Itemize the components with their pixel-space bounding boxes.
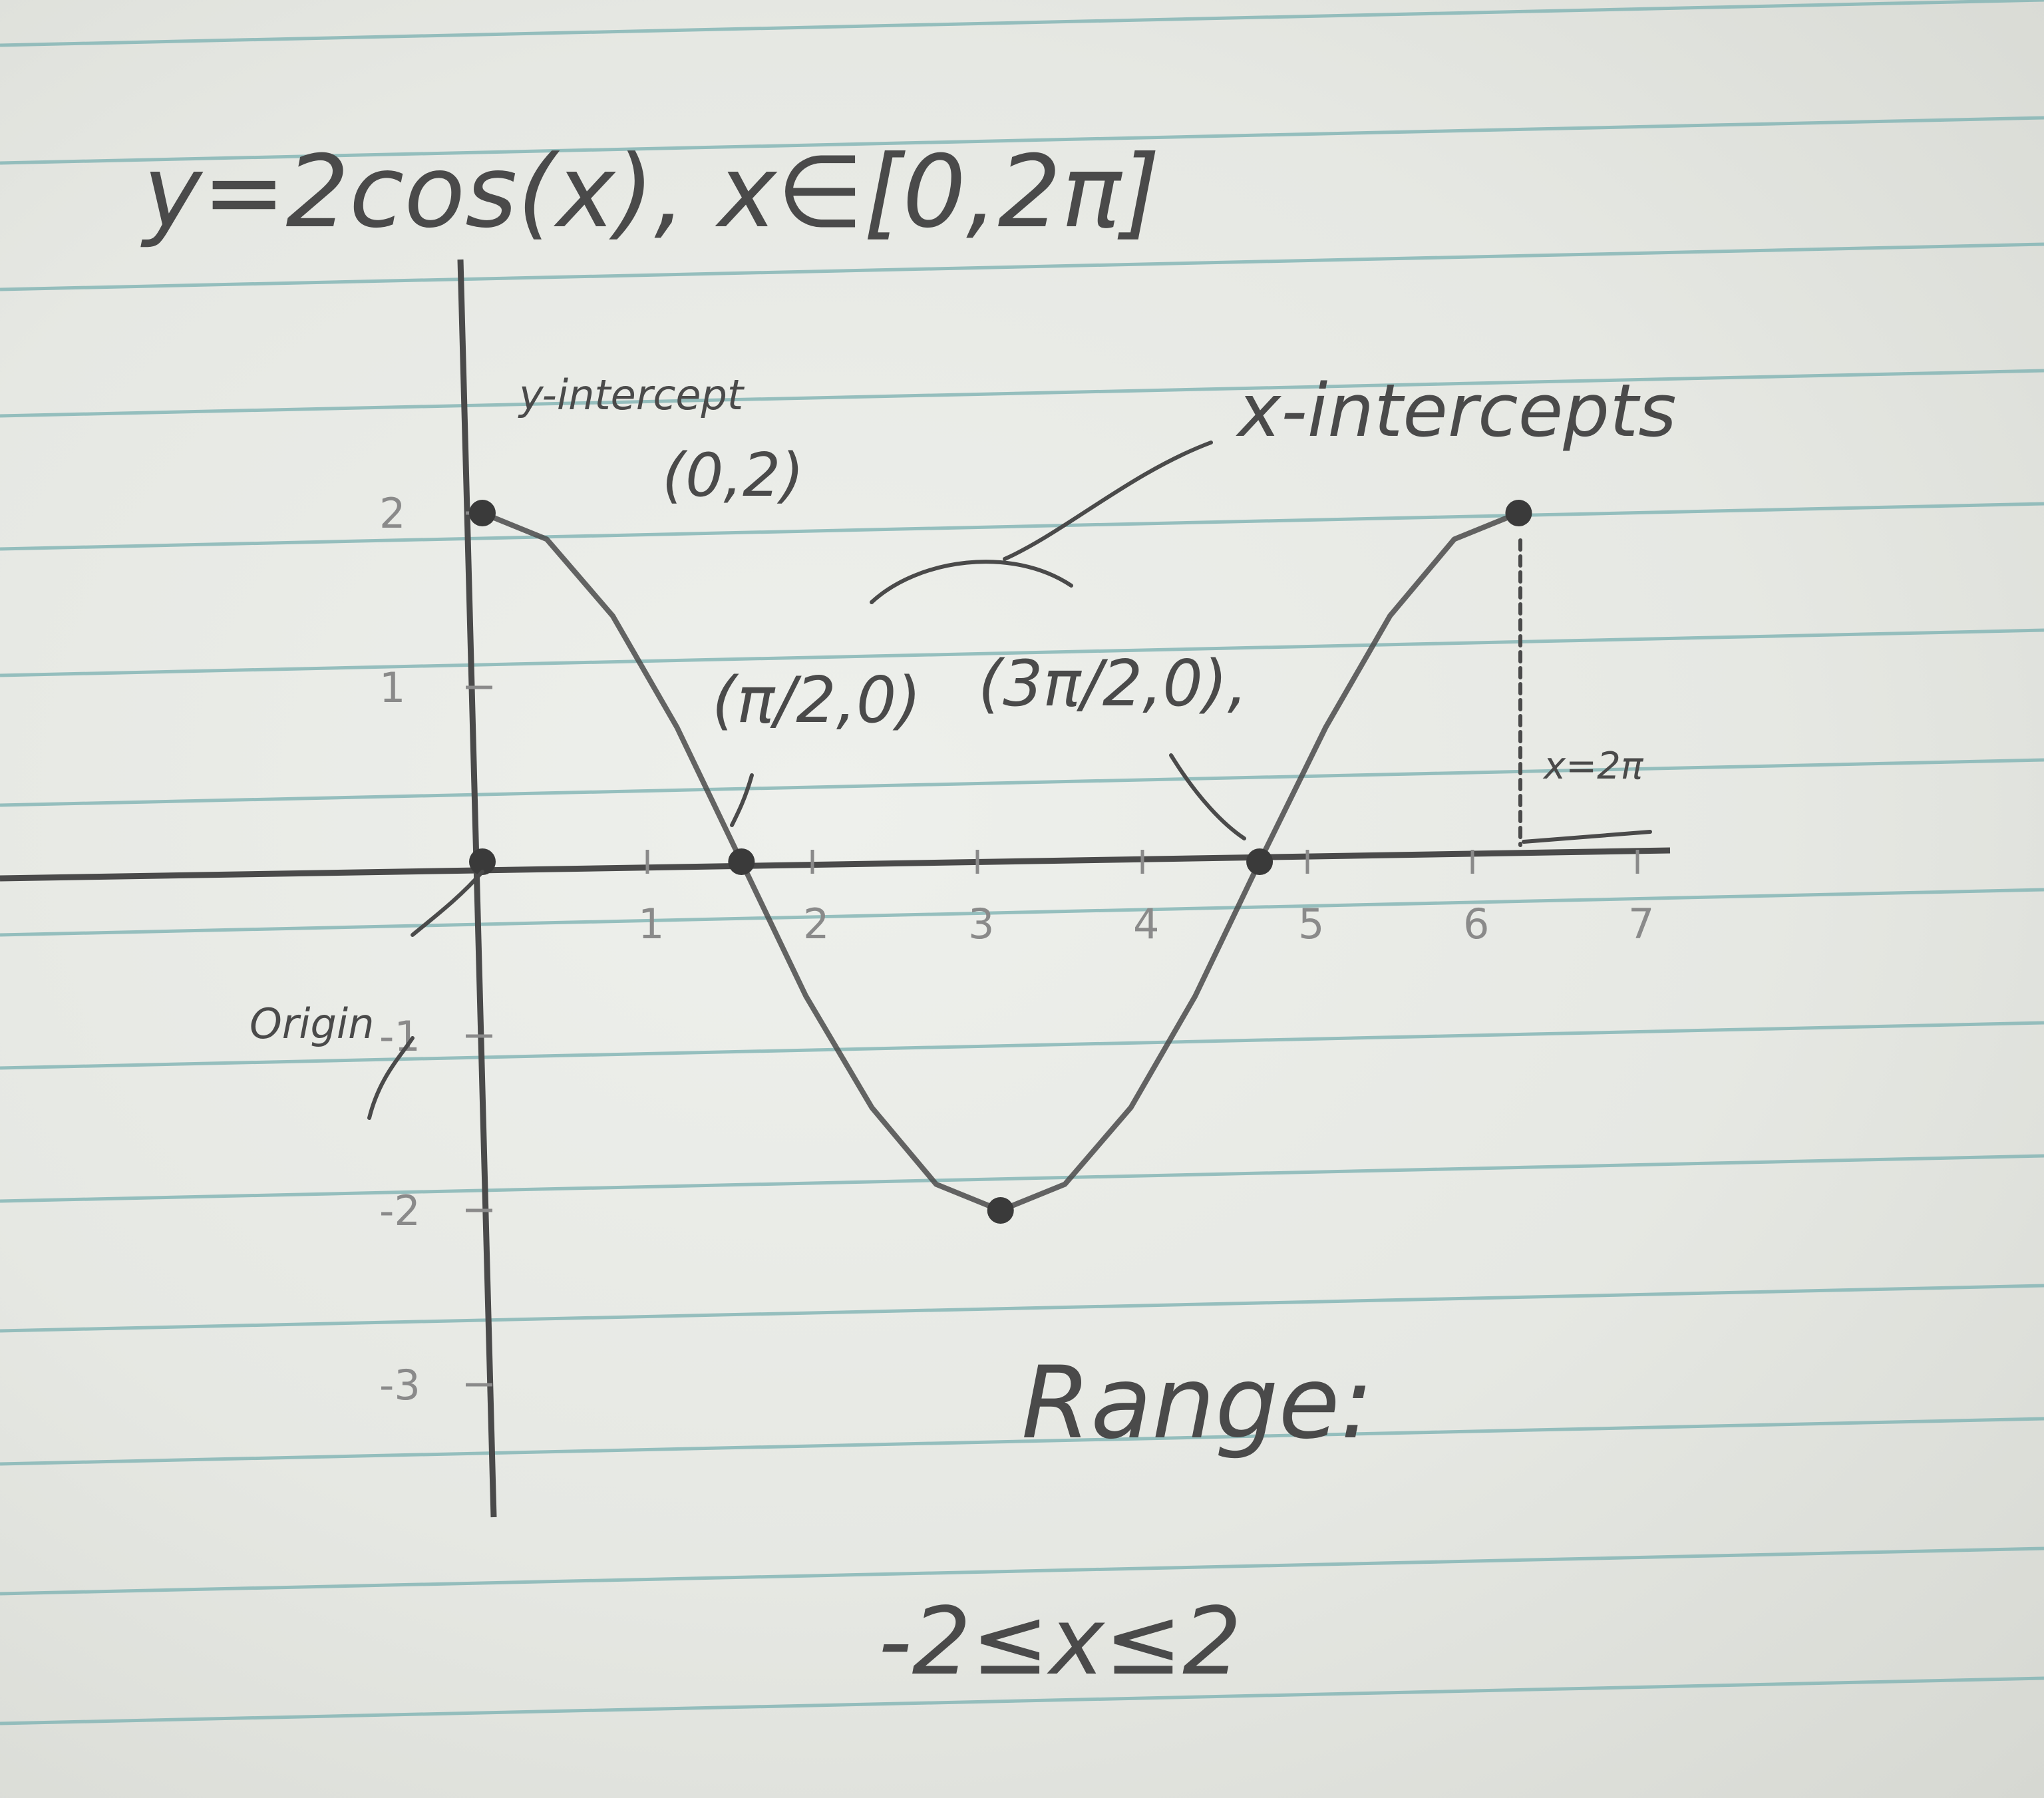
ruled-line xyxy=(0,888,2044,937)
ruled-line xyxy=(0,242,2044,291)
ruled-lines xyxy=(0,0,2044,1725)
x-intercept-1-leader xyxy=(730,773,754,827)
range-value: -2≤x≤2 xyxy=(878,1588,1242,1696)
x-tick-label: 1 xyxy=(638,900,664,948)
ruled-line xyxy=(0,1284,2044,1333)
ruled-line xyxy=(0,0,2044,47)
origin-leader xyxy=(411,870,484,937)
range-label: Range: xyxy=(1021,1346,1373,1461)
y-tick-label: -2 xyxy=(379,1186,421,1235)
axes xyxy=(0,259,1671,1518)
x-axis xyxy=(0,847,1671,882)
ruled-line xyxy=(0,502,2044,551)
y-tick-label: 1 xyxy=(379,663,405,712)
x-intercepts-brace xyxy=(870,560,1073,604)
x-intercept-2-leader xyxy=(1169,753,1246,840)
y-tick-label: 2 xyxy=(379,489,405,538)
ruled-line xyxy=(0,116,2044,165)
ruled-line xyxy=(0,628,2044,677)
ruled-line xyxy=(0,1021,2044,1070)
x-tick-label: 3 xyxy=(968,900,994,948)
y-intercept-point: (0,2) xyxy=(662,441,804,510)
endpoint-base xyxy=(1522,830,1652,844)
annotation-leaders xyxy=(367,441,1652,1120)
y-axis xyxy=(457,259,497,1518)
y-intercept-label: y-intercept xyxy=(518,371,745,419)
ruled-line xyxy=(0,1417,2044,1466)
plot-point xyxy=(1246,848,1274,875)
plot-point xyxy=(987,1197,1014,1224)
ruled-line xyxy=(0,1154,2044,1203)
x-intercepts-label: x-intercepts xyxy=(1236,368,1677,453)
ruled-line xyxy=(0,1676,2044,1725)
function-heading: y=2cos(x), x∈[0,2π] xyxy=(140,134,1160,250)
origin-label: Origin xyxy=(250,999,374,1048)
x-tick-label: 5 xyxy=(1298,900,1324,948)
ruled-line xyxy=(0,758,2044,807)
marked-points xyxy=(469,500,1532,1224)
x-tick-label: 7 xyxy=(1628,900,1654,948)
y-tick-label: -3 xyxy=(379,1361,421,1409)
x-intercepts-leader xyxy=(1003,441,1213,561)
plot-point xyxy=(1505,500,1532,526)
origin-stroke xyxy=(367,1036,415,1120)
plot-point xyxy=(469,848,496,875)
plot-point xyxy=(728,848,755,875)
endpoint-label: x=2π xyxy=(1542,745,1644,788)
ruled-line xyxy=(0,1546,2044,1596)
x-tick-label: 4 xyxy=(1133,900,1159,948)
x-tick-label: 6 xyxy=(1463,900,1489,948)
x-intercept-2: (3π/2,0), xyxy=(978,647,1248,721)
ruled-line xyxy=(0,369,2044,418)
x-intercept-1: (π/2,0) xyxy=(712,664,921,737)
plot-point xyxy=(469,500,496,526)
x-tick-label: 2 xyxy=(803,900,829,948)
